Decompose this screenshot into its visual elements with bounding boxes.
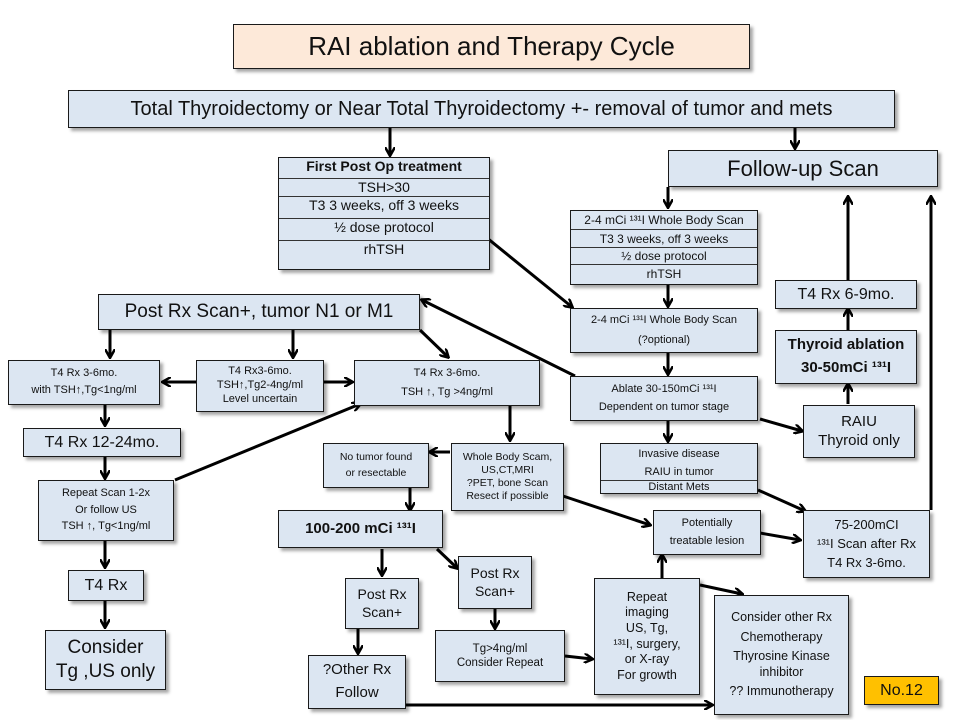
node-t4-low-tg: T4 Rx 3-6mo. with TSH↑,Tg<1ng/ml xyxy=(8,360,160,405)
arrow-100-200-to-post-rx-b xyxy=(435,547,457,568)
arrow-n1m1-to-high-tg xyxy=(418,328,448,357)
arrow-repeat-imaging-to-other-rx xyxy=(699,583,742,594)
node-post-rx-scan-a: Post Rx Scan+ xyxy=(345,578,419,629)
node-consider-tg-us: Consider Tg ,US only xyxy=(45,630,166,690)
arrow-tg-repeat-to-repeat-imaging xyxy=(564,656,592,659)
node-other-rx: Consider other Rx Chemotherapy Thyrosine… xyxy=(714,595,849,715)
node-raiu-thyroid: RAIU Thyroid only xyxy=(803,405,915,458)
node-t4-mid-tg: T4 Rx3-6mo. TSH↑,Tg2-4ng/ml Level uncert… xyxy=(196,360,324,412)
node-follow-up-scan: Follow-up Scan xyxy=(668,150,938,187)
node-repeat-imaging: Repeat imaging US, Tg, ¹³¹I, surgery, or… xyxy=(594,578,700,695)
arrow-invasive-to-75-200 xyxy=(757,488,805,511)
node-repeat-scan: Repeat Scan 1-2x Or follow US TSH ↑, Tg<… xyxy=(38,480,174,541)
arrow-workup-to-lesion xyxy=(562,494,650,525)
node-other-rx-follow: ?Other Rx Follow xyxy=(308,655,406,709)
node-t4-high-tg: T4 Rx 3-6mo. TSH ↑, Tg >4ng/ml xyxy=(354,360,540,406)
node-75-200mci: 75-200mCI ¹³¹I Scan after Rx T4 Rx 3-6mo… xyxy=(803,510,930,578)
node-t4-12-24: T4 Rx 12-24mo. xyxy=(23,428,181,457)
arrow-ablate-to-raiu xyxy=(759,417,802,431)
arrow-lesion-to-75-200 xyxy=(759,531,800,540)
diagram-title: RAI ablation and Therapy Cycle xyxy=(308,31,675,62)
node-first-post-op: First Post Op treatment TSH>30 T3 3 week… xyxy=(278,157,490,270)
node-t4-rx: T4 Rx xyxy=(68,570,144,601)
slide-number-badge: No.12 xyxy=(864,676,939,705)
node-thyroid-ablation: Thyroid ablation 30-50mCi ¹³¹I xyxy=(775,330,917,384)
node-diagnostic-scan: 2-4 mCi ¹³¹I Whole Body Scan T3 3 weeks,… xyxy=(570,210,758,285)
node-post-rx-scan-n1m1: Post Rx Scan+, tumor N1 or M1 xyxy=(98,294,420,330)
title-box: RAI ablation and Therapy Cycle xyxy=(233,24,750,69)
node-invasive-disease: Invasive disease RAIU in tumor Distant M… xyxy=(600,443,758,494)
node-whole-body-workup: Whole Body Scam, US,CT,MRI ?PET, bone Sc… xyxy=(451,443,564,511)
node-treatable-lesion: Potentially treatable lesion xyxy=(653,510,761,555)
node-post-rx-scan-b: Post Rx Scan+ xyxy=(458,556,532,609)
node-no-tumor: No tumor found or resectable xyxy=(323,443,429,488)
node-surgery: Total Thyroidectomy or Near Total Thyroi… xyxy=(68,90,895,128)
node-wbs-optional: 2-4 mCi ¹³¹I Whole Body Scan (?optional) xyxy=(570,308,758,353)
node-t4-6-9: T4 Rx 6-9mo. xyxy=(775,280,917,309)
node-tg-repeat: Tg>4ng/ml Consider Repeat xyxy=(435,630,565,682)
node-ablate: Ablate 30-150mCi ¹³¹I Dependent on tumor… xyxy=(570,376,758,421)
node-100-200mci: 100-200 mCi ¹³¹I xyxy=(278,510,443,548)
